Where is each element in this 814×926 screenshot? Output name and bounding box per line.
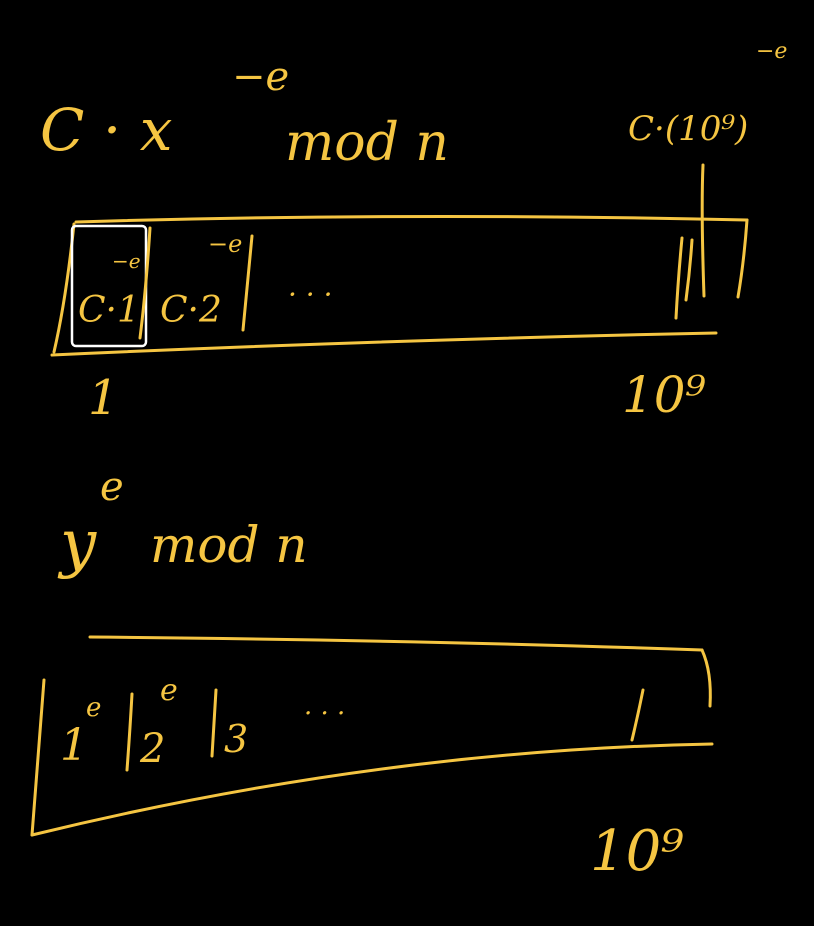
bottom-cell-1-text: 1: [60, 720, 88, 771]
top-last-cell-divider-right: [684, 238, 694, 302]
top-formula-mod: mod n: [285, 113, 449, 173]
top-last-cell-divider-left: [674, 236, 684, 320]
top-end-label: 10⁹: [622, 366, 706, 424]
top-array-bottom-edge: [50, 331, 718, 357]
bottom-ellipsis: · · ·: [304, 699, 345, 729]
bottom-last-cell-divider: [630, 688, 645, 742]
bottom-array-right-edge: [700, 648, 712, 708]
top-cell-1-text: C·1: [78, 290, 140, 331]
top-cell-2-divider: [241, 234, 254, 332]
bottom-cell-2-exponent: e: [160, 673, 178, 708]
top-pointer-line: [700, 163, 706, 298]
bottom-cell-3-text: 3: [224, 717, 248, 761]
top-formula-base: C · x: [40, 96, 172, 164]
bottom-end-label: 10⁹: [590, 819, 684, 884]
bottom-cell-1-exponent: e: [86, 693, 101, 723]
bottom-array-top-edge: [88, 635, 704, 652]
bottom-formula-mod: mod n: [150, 516, 308, 574]
top-formula-exponent: −e: [232, 54, 289, 100]
top-cell-2-text: C·2: [160, 290, 222, 331]
top-array-top-edge: [74, 214, 749, 224]
bottom-cell-2-divider: [210, 688, 218, 758]
bottom-cell-2-text: 2: [139, 726, 165, 772]
top-start-label: 1: [88, 370, 119, 426]
top-ellipsis: · · ·: [288, 278, 333, 311]
top-last-cell-label: C·(10⁹): [628, 109, 748, 149]
top-array-right-edge: [736, 218, 749, 299]
top-last-cell-exponent: −e: [756, 39, 787, 64]
bottom-cell-1-divider: [125, 692, 134, 772]
top-cell-2-exponent: −e: [208, 230, 242, 258]
bottom-formula-base: y: [57, 507, 97, 581]
top-cell-1-exponent: −e: [112, 249, 141, 273]
bottom-array-bottom-edge: [30, 742, 714, 837]
top-cell-1-divider: [138, 226, 152, 340]
bottom-formula-exponent: e: [100, 464, 124, 510]
bottom-array-left-edge: [30, 678, 46, 837]
